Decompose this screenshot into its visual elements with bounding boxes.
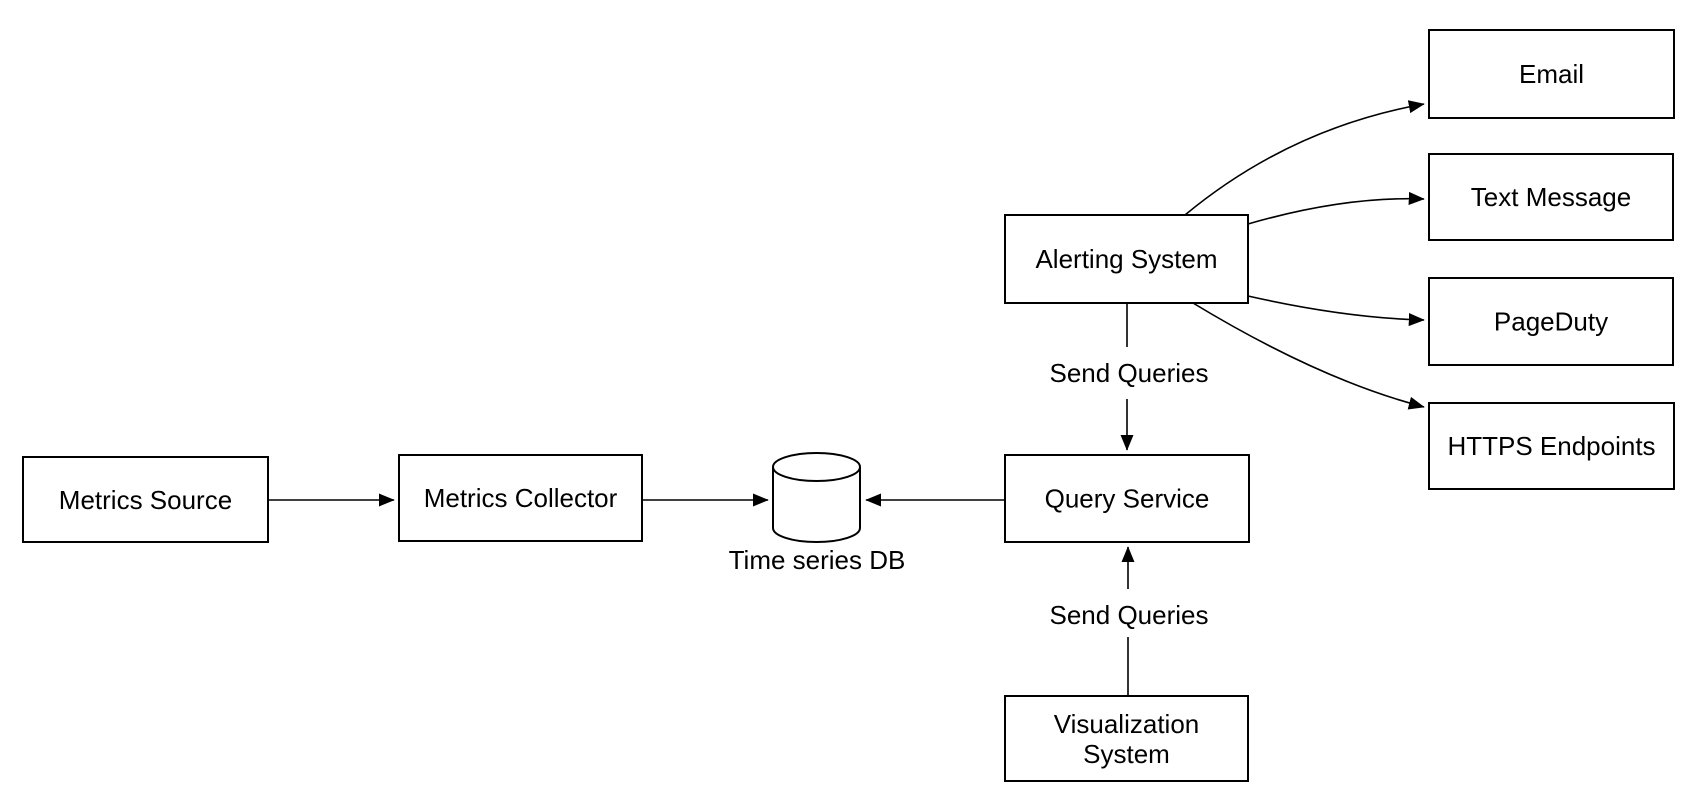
visualization-system-label-line2: System <box>1083 739 1170 769</box>
database-cylinder-top <box>772 452 861 482</box>
pageduty-label: PageDuty <box>1494 307 1608 337</box>
metrics-collector-label: Metrics Collector <box>424 483 618 513</box>
visualization-system-label-line1: Visualization <box>1054 709 1200 739</box>
time-series-db-label: Time series DB <box>729 545 906 575</box>
alerting-system-box <box>1004 214 1249 304</box>
node-email: Email <box>1428 29 1675 119</box>
query-service-box <box>1004 454 1250 543</box>
database-cylinder-icon <box>772 452 861 543</box>
text-message-box <box>1428 153 1674 241</box>
pageduty-box <box>1428 277 1674 366</box>
node-visualization-system: Visualization System <box>1004 695 1249 782</box>
edge-label-send-queries-top: Send Queries <box>1050 358 1209 388</box>
edge-visualization-to-query: Send Queries <box>1050 546 1209 696</box>
metrics-source-label: Metrics Source <box>59 485 232 515</box>
alerting-system-label: Alerting System <box>1035 244 1217 274</box>
metrics-collector-box <box>398 454 643 542</box>
email-box <box>1428 29 1675 119</box>
metrics-source-box <box>22 456 269 543</box>
node-metrics-source: Metrics Source <box>22 456 269 543</box>
visualization-system-box <box>1004 695 1249 782</box>
node-time-series-db: Time series DB <box>729 452 906 575</box>
edge-alerting-to-https-endpoints <box>1192 302 1425 410</box>
node-text-message: Text Message <box>1428 153 1674 241</box>
node-query-service: Query Service <box>1004 454 1250 543</box>
node-pageduty: PageDuty <box>1428 277 1674 366</box>
edge-alerting-to-email <box>1184 100 1425 216</box>
database-cylinder-body <box>772 467 861 543</box>
query-service-label: Query Service <box>1045 484 1210 514</box>
node-metrics-collector: Metrics Collector <box>398 454 643 542</box>
text-message-label: Text Message <box>1471 182 1631 212</box>
edge-alerting-to-text-message <box>1247 191 1425 225</box>
edge-label-send-queries-bottom: Send Queries <box>1050 600 1209 630</box>
edge-alerting-to-pageduty <box>1247 295 1425 327</box>
node-alerting-system: Alerting System <box>1004 214 1249 304</box>
email-label: Email <box>1519 59 1584 89</box>
node-https-endpoints: HTTPS Endpoints <box>1428 402 1675 490</box>
https-endpoints-label: HTTPS Endpoints <box>1447 431 1655 461</box>
https-endpoints-box <box>1428 402 1675 490</box>
edge-alerting-to-query: Send Queries <box>1050 303 1209 451</box>
